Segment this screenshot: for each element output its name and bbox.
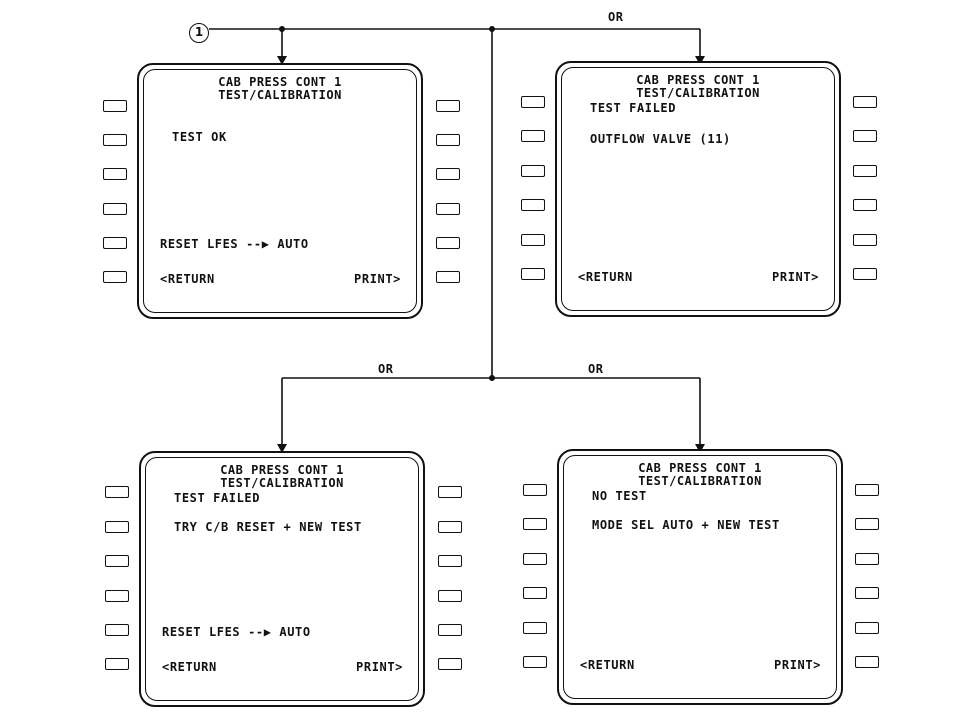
lsk-3r[interactable] [436,168,460,180]
lsk-5l[interactable] [103,237,127,249]
lsk-4r[interactable] [438,590,462,602]
lsk-5r[interactable] [436,237,460,249]
screen-title: CAB PRESS CONT 1 TEST/CALIBRATION [220,463,344,490]
lsk-3l[interactable] [103,168,127,180]
lsk-6r-print[interactable] [853,268,877,280]
lsk-2l[interactable] [521,130,545,142]
return-label: <RETURN [160,272,215,286]
junction-dot [489,26,495,32]
mcdu-screen-no-test: CAB PRESS CONT 1 TEST/CALIBRATION NO TES… [557,449,843,705]
return-label: <RETURN [580,658,635,672]
instruction-text: MODE SEL AUTO + NEW TEST [592,518,780,532]
lsk-3r[interactable] [438,555,462,567]
arrow-head [277,56,287,65]
or-label: OR [378,362,394,376]
or-label: OR [588,362,604,376]
mcdu-screen-test-failed-outflow: CAB PRESS CONT 1 TEST/CALIBRATION TEST F… [555,61,841,317]
print-label: PRINT> [354,272,401,286]
lsk-4r[interactable] [853,199,877,211]
mcdu-screen-test-failed-cb-reset: CAB PRESS CONT 1 TEST/CALIBRATION TEST F… [139,451,425,707]
status-text: TEST FAILED [174,491,261,505]
junction-dot [489,375,495,381]
lsk-3l[interactable] [105,555,129,567]
lsk-2r[interactable] [438,521,462,533]
lsk-5l[interactable] [105,624,129,636]
lsk-6l-return[interactable] [523,656,547,668]
arrow-head [277,444,287,453]
lsk-5r[interactable] [855,622,879,634]
status-text: TEST OK [172,130,227,144]
lsk-6r-print[interactable] [855,656,879,668]
start-marker: 1 [189,23,209,43]
print-label: PRINT> [774,658,821,672]
lsk-5l[interactable] [523,622,547,634]
lsk-4l[interactable] [523,587,547,599]
lsk-2l[interactable] [523,518,547,530]
lsk-1r[interactable] [855,484,879,496]
print-label: PRINT> [772,270,819,284]
lsk-1l[interactable] [523,484,547,496]
return-label: <RETURN [162,660,217,674]
lsk-5l[interactable] [521,234,545,246]
status-text: TEST FAILED [590,101,677,115]
fault-text: OUTFLOW VALVE (11) [590,132,731,146]
screen-title: CAB PRESS CONT 1 TEST/CALIBRATION [636,73,760,100]
lsk-6l-return[interactable] [521,268,545,280]
screen-title: CAB PRESS CONT 1 TEST/CALIBRATION [218,75,342,102]
lsk-1l[interactable] [105,486,129,498]
arrow-head [695,56,705,65]
lsk-3r[interactable] [853,165,877,177]
junction-dot [279,26,285,32]
lsk-2r[interactable] [853,130,877,142]
lsk-2l[interactable] [105,521,129,533]
lsk-5r[interactable] [853,234,877,246]
screen-title: CAB PRESS CONT 1 TEST/CALIBRATION [638,461,762,488]
lsk-4l[interactable] [103,203,127,215]
instruction-text: TRY C/B RESET + NEW TEST [174,520,362,534]
lsk-1r[interactable] [853,96,877,108]
print-label: PRINT> [356,660,403,674]
lsk-4l[interactable] [521,199,545,211]
lsk-1r[interactable] [436,100,460,112]
lsk-3l[interactable] [521,165,545,177]
lsk-2r[interactable] [855,518,879,530]
lsk-6r-print[interactable] [438,658,462,670]
mcdu-screen-test-ok: CAB PRESS CONT 1 TEST/CALIBRATION TEST O… [137,63,423,319]
lsk-2l[interactable] [103,134,127,146]
lsk-6r-print[interactable] [436,271,460,283]
lsk-3r[interactable] [855,553,879,565]
arrow-head [695,444,705,453]
lsk-4l[interactable] [105,590,129,602]
reset-lfes-text: RESET LFES --▶ AUTO [160,237,309,251]
lsk-6l-return[interactable] [105,658,129,670]
status-text: NO TEST [592,489,647,503]
lsk-1l[interactable] [103,100,127,112]
return-label: <RETURN [578,270,633,284]
lsk-4r[interactable] [436,203,460,215]
reset-lfes-text: RESET LFES --▶ AUTO [162,625,311,639]
lsk-5r[interactable] [438,624,462,636]
lsk-6l-return[interactable] [103,271,127,283]
lsk-3l[interactable] [523,553,547,565]
lsk-2r[interactable] [436,134,460,146]
lsk-4r[interactable] [855,587,879,599]
lsk-1r[interactable] [438,486,462,498]
or-label: OR [608,10,624,24]
lsk-1l[interactable] [521,96,545,108]
